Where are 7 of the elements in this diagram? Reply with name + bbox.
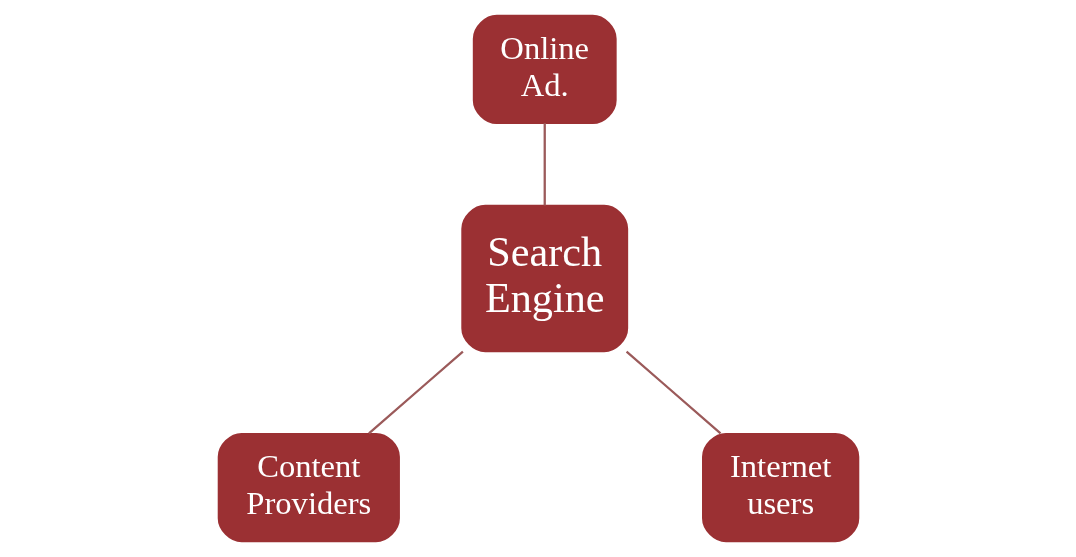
connector [367,350,464,435]
node-box: Online Ad. [472,14,617,125]
node-box: Internet users [701,432,859,543]
node-box: Search Engine [460,204,628,353]
node-box: Content Providers [217,432,400,543]
connector [625,350,721,435]
connector [543,123,546,206]
